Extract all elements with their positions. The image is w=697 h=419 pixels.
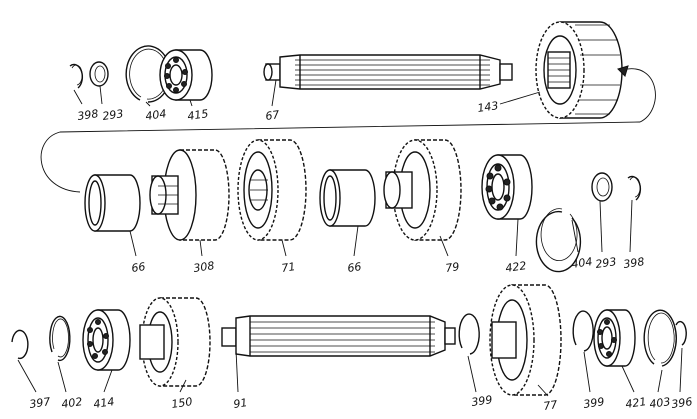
leader-lines bbox=[17, 79, 683, 397]
part-150-gear bbox=[139, 297, 211, 387]
part-66-sleeve-left bbox=[84, 174, 141, 232]
part-396-snap-ring bbox=[675, 320, 687, 346]
label-66-left: 66 bbox=[131, 260, 147, 275]
label-415: 415 bbox=[187, 107, 210, 123]
part-labels: 398 293 404 415 67 143 66 308 71 66 79 4… bbox=[29, 99, 694, 413]
label-66-right: 66 bbox=[347, 260, 363, 275]
label-397: 397 bbox=[29, 395, 52, 411]
label-403: 403 bbox=[649, 395, 672, 411]
part-415-bearing-top bbox=[159, 49, 213, 101]
label-67: 67 bbox=[265, 108, 281, 123]
label-293-mid: 293 bbox=[595, 255, 618, 271]
label-308: 308 bbox=[193, 259, 216, 275]
part-71-gear bbox=[237, 139, 307, 241]
label-404-mid: 404 bbox=[571, 255, 594, 271]
label-402: 402 bbox=[61, 395, 84, 411]
part-398-snap-ring-top bbox=[69, 63, 84, 89]
part-91-mainshaft bbox=[221, 315, 456, 357]
label-414: 414 bbox=[93, 395, 116, 411]
part-422-bearing bbox=[481, 154, 533, 220]
part-293-washer bbox=[591, 172, 613, 202]
part-403-circlip bbox=[643, 309, 677, 367]
label-150: 150 bbox=[171, 395, 194, 411]
part-79-gear bbox=[383, 139, 462, 241]
part-414-bearing bbox=[82, 309, 131, 371]
part-402-circlip bbox=[49, 315, 71, 362]
label-399-left: 399 bbox=[471, 393, 494, 409]
part-421-bearing bbox=[593, 309, 636, 367]
part-67-splined-shaft bbox=[263, 54, 513, 90]
part-399-circlip-right bbox=[572, 310, 594, 352]
label-79: 79 bbox=[445, 260, 461, 275]
part-398-snap-ring bbox=[627, 175, 642, 201]
assembly-flow-line bbox=[40, 68, 656, 193]
part-397-snap-ring bbox=[11, 329, 29, 360]
label-399-right: 399 bbox=[583, 395, 606, 411]
part-66-sleeve-right bbox=[319, 169, 376, 227]
part-308-gear bbox=[149, 149, 230, 241]
part-404-circlip bbox=[535, 208, 582, 273]
label-404: 404 bbox=[145, 107, 168, 123]
label-422: 422 bbox=[505, 259, 528, 275]
label-396: 396 bbox=[671, 395, 694, 411]
label-293: 293 bbox=[102, 107, 125, 123]
part-143-cluster-gear bbox=[535, 21, 623, 119]
flow-arrow-head bbox=[617, 65, 629, 77]
label-421: 421 bbox=[625, 395, 648, 411]
part-77-gear bbox=[489, 284, 562, 396]
label-71: 71 bbox=[281, 260, 297, 275]
part-399-circlip-left bbox=[458, 313, 480, 355]
label-77: 77 bbox=[543, 398, 559, 413]
label-398: 398 bbox=[77, 107, 100, 123]
part-293-washer-top bbox=[89, 61, 109, 87]
label-398-mid: 398 bbox=[623, 255, 646, 271]
label-91: 91 bbox=[233, 396, 249, 411]
label-143: 143 bbox=[477, 99, 500, 115]
